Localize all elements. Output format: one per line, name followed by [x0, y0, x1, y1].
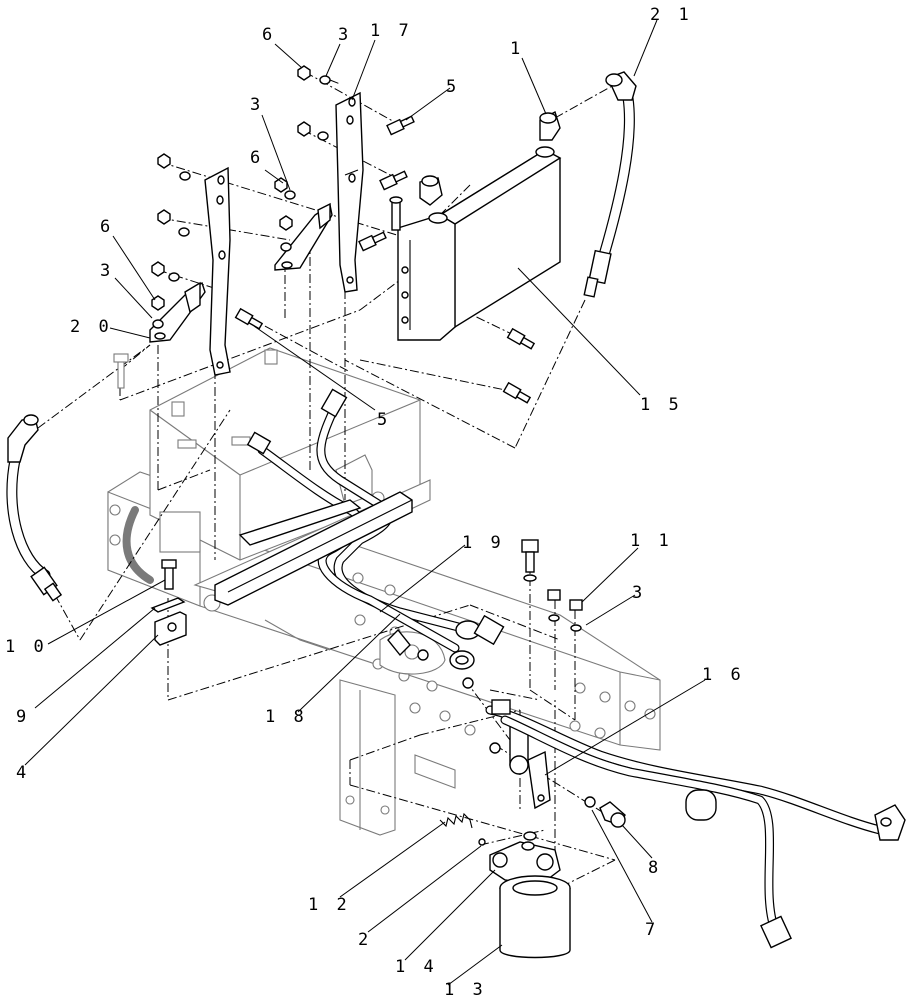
bracket-small	[274, 202, 333, 271]
callout-3: 3	[632, 583, 646, 603]
callout-4: 4	[16, 763, 30, 783]
oil-filter-13	[499, 875, 571, 959]
callout-9: 9	[16, 707, 30, 727]
callout-21: 2 1	[650, 5, 693, 25]
callout-16: 1 6	[702, 665, 745, 685]
callout-3: 3	[250, 95, 264, 115]
leader-lines	[24, 19, 706, 986]
hardware	[113, 65, 536, 404]
clamp-parts	[150, 559, 187, 646]
callout-19: 1 9	[462, 533, 505, 553]
callout-6: 6	[250, 148, 264, 168]
hose-left	[6, 414, 63, 602]
callout-5: 5	[377, 410, 391, 430]
callout-20: 2 0	[70, 317, 113, 337]
tube-connectors	[449, 614, 505, 670]
callout-10: 1 0	[5, 637, 48, 657]
bracket-20	[149, 281, 206, 343]
callout-11: 1 1	[630, 531, 673, 551]
callout-12: 1 2	[308, 895, 351, 915]
oil-cooler	[397, 146, 562, 341]
callout-6: 6	[262, 25, 276, 45]
callout-3: 3	[100, 261, 114, 281]
callout-18: 1 8	[265, 707, 308, 727]
orings	[387, 628, 626, 841]
pipe-16	[485, 699, 906, 949]
callout-2: 2	[358, 930, 372, 950]
callout-17: 1 7	[370, 21, 413, 41]
callout-7: 7	[645, 920, 659, 940]
callout-14: 1 4	[395, 957, 438, 977]
bracket-bar	[214, 491, 413, 606]
callout-1: 1	[510, 39, 524, 59]
filter-head	[489, 841, 561, 886]
hose-21	[583, 71, 637, 298]
callout-6: 6	[100, 217, 114, 237]
callout-3: 3	[338, 25, 352, 45]
callout-13: 1 3	[444, 980, 487, 1000]
bracket-17	[335, 91, 364, 293]
right-fittings	[521, 539, 583, 632]
bracket-center	[204, 166, 231, 376]
spring-12	[439, 812, 486, 846]
fitting-stud	[389, 196, 403, 231]
callout-5: 5	[446, 77, 460, 97]
elbow-fitting-1	[539, 110, 561, 141]
elbow-fitting-2	[419, 175, 443, 206]
callout-labels: 1 2 1 6 3 1 7 5 3 6 6 3 2 0 5 1 5 1 9 1 …	[5, 5, 745, 1000]
callout-15: 1 5	[640, 395, 683, 415]
callout-8: 8	[648, 858, 662, 878]
